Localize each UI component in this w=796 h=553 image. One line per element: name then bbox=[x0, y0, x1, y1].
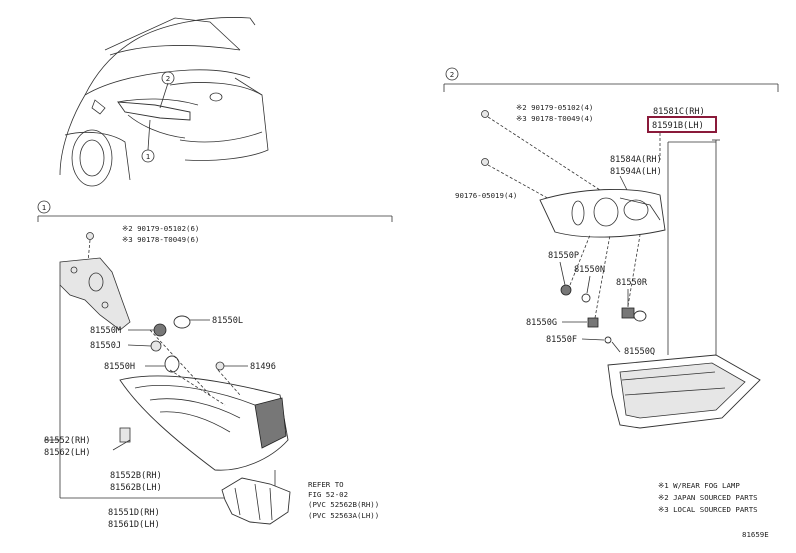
lamp-label-plate bbox=[119, 427, 131, 443]
bulb-81550h bbox=[164, 355, 180, 373]
callout-2-car: 2 bbox=[166, 74, 170, 83]
part-label-81550m: 81550M bbox=[90, 326, 121, 336]
refer-text-4: (PVC 52563A(LH)) bbox=[308, 511, 379, 520]
part-label-81584a: 81584A(RH) bbox=[610, 155, 662, 165]
part-label-90179-6: ※2 90179-05102(6) bbox=[122, 224, 199, 233]
part-label-90176: 90176-05019(4) bbox=[455, 191, 517, 200]
part-label-81550h: 81550H bbox=[104, 362, 135, 372]
part-label-81561d: 81561D(LH) bbox=[108, 520, 160, 530]
part-label-81550q: 81550Q bbox=[624, 347, 655, 357]
socket-81550g bbox=[587, 317, 599, 328]
part-label-81550l: 81550L bbox=[212, 316, 243, 326]
part-label-90178-4: ※3 90178-T0049(4) bbox=[516, 114, 593, 123]
screw-90179-section1 bbox=[86, 232, 94, 263]
part-label-81591b: 81591B(LH) bbox=[652, 121, 704, 131]
screw-90176 bbox=[481, 158, 489, 166]
highlight-81591b bbox=[647, 116, 717, 133]
part-label-81562: 81562(LH) bbox=[44, 448, 91, 458]
part-label-90179-4: ※2 90179-05102(4) bbox=[516, 103, 593, 112]
screw-90179-section2 bbox=[481, 110, 489, 118]
callout-1-section: 1 bbox=[42, 203, 46, 212]
reference-bracket bbox=[221, 477, 291, 525]
refer-text-2: FIG 52-02 bbox=[308, 490, 348, 499]
part-label-81550n: 81550N bbox=[574, 265, 605, 275]
bulb-81550n bbox=[581, 293, 591, 303]
part-label-81550j: 81550J bbox=[90, 341, 121, 351]
car-callout-1: 1 bbox=[141, 149, 155, 163]
bulb-81550r bbox=[633, 310, 647, 322]
part-label-81562b: 81562B(LH) bbox=[110, 483, 162, 493]
part-label-81550g: 81550G bbox=[526, 318, 557, 328]
part-label-81594a: 81594A(LH) bbox=[610, 167, 662, 177]
car-overview bbox=[59, 17, 269, 187]
section-2-header: 2 bbox=[443, 67, 779, 92]
part-label-81581c: 81581C(RH) bbox=[653, 107, 705, 117]
tail-lamp-81551d bbox=[119, 375, 289, 471]
figure-id: 81659E bbox=[742, 530, 769, 539]
bulb-81550l bbox=[173, 315, 191, 329]
part-label-81550r: 81550R bbox=[616, 278, 648, 288]
callout-2-section: 2 bbox=[450, 70, 454, 79]
socket-81550m bbox=[153, 323, 167, 337]
socket-81550j bbox=[150, 340, 162, 352]
socket-81550p bbox=[560, 284, 572, 296]
part-label-81550f: 81550F bbox=[546, 335, 577, 345]
part-label-81551d: 81551D(RH) bbox=[108, 508, 160, 518]
refer-text-1: REFER TO bbox=[308, 480, 344, 489]
part-label-81552b: 81552B(RH) bbox=[110, 471, 162, 481]
section-1-header: 1 bbox=[37, 200, 393, 222]
legend-local-sourced: ※3 LOCAL SOURCED PARTS bbox=[658, 505, 758, 514]
car-callout-2: 2 bbox=[161, 71, 175, 85]
lamp-gasket bbox=[59, 257, 131, 331]
part-label-90178-6: ※3 90178-T0049(6) bbox=[122, 235, 199, 244]
refer-text-3: (PVC 52562B(RH)) bbox=[308, 500, 379, 509]
part-label-81550p: 81550P bbox=[548, 251, 579, 261]
part-label-81496: 81496 bbox=[250, 362, 276, 372]
bulb-81550f bbox=[604, 336, 612, 344]
part-label-81552: 81552(RH) bbox=[44, 436, 91, 446]
callout-1-car: 1 bbox=[146, 152, 150, 161]
socket-81550r bbox=[621, 307, 635, 319]
inner-lamp-81591b bbox=[539, 188, 666, 238]
legend-japan-sourced: ※2 JAPAN SOURCED PARTS bbox=[658, 493, 758, 502]
clip-81496 bbox=[215, 361, 225, 371]
legend-rear-fog: ※1 W/REAR FOG LAMP bbox=[658, 481, 740, 490]
